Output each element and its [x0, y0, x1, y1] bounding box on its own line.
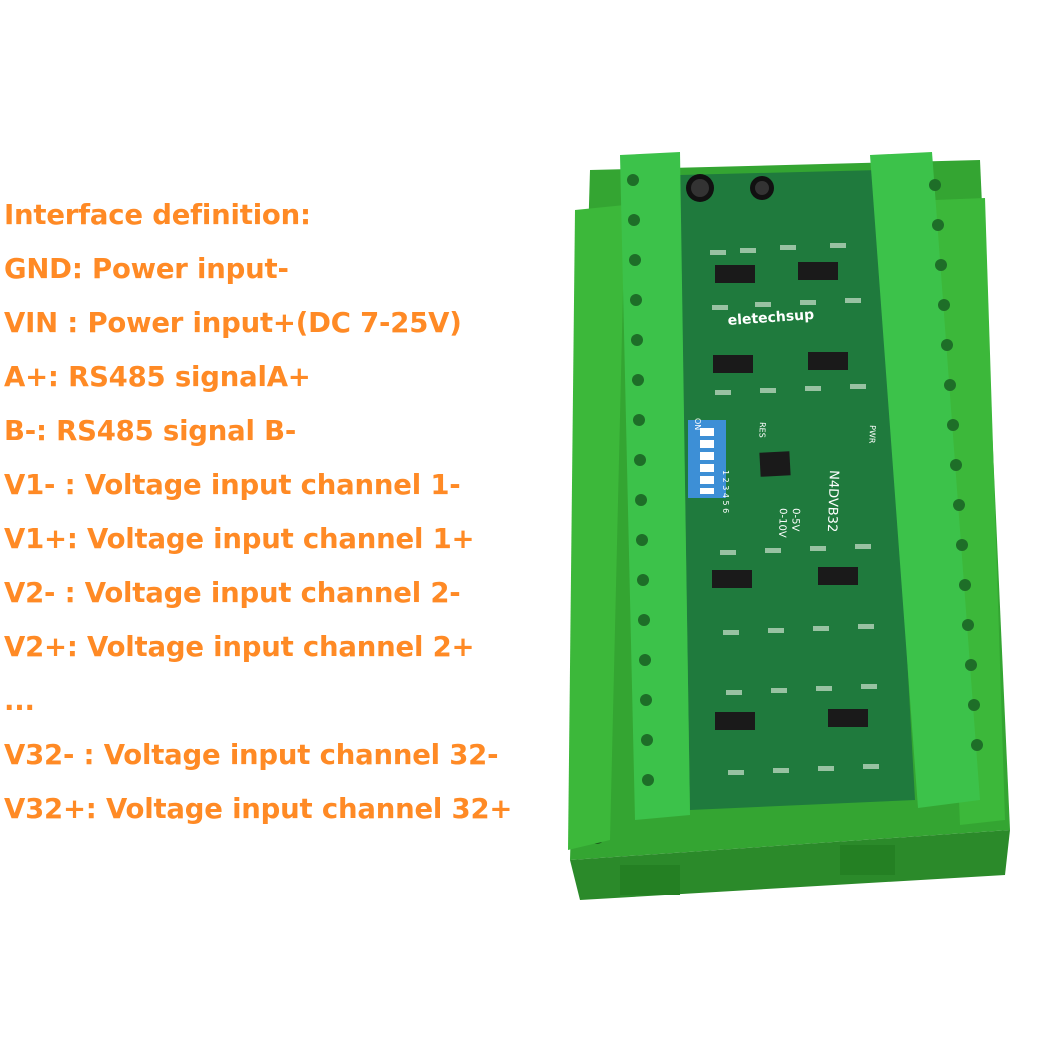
- definition-v1-plus: V1+: Voltage input channel 1+: [4, 523, 475, 555]
- definition-vin: VIN : Power input+(DC 7-25V): [4, 307, 462, 339]
- definition-gnd: GND: Power input-: [4, 253, 289, 285]
- definition-ellipsis: ...: [4, 685, 35, 717]
- interface-definition-list: Interface definition: GND: Power input- …: [4, 188, 564, 836]
- definition-heading: Interface definition:: [4, 199, 311, 231]
- dip-numbers: 1 2 3 4 5 6: [721, 470, 730, 513]
- definition-b-minus: B-: RS485 signal B-: [4, 415, 297, 447]
- dip-on-label: ON: [693, 418, 702, 430]
- definition-v32-plus: V32+: Voltage input channel 32+: [4, 793, 513, 825]
- pwr-label: PWR: [867, 425, 877, 444]
- range-label-5v: 0-5V: [789, 508, 801, 532]
- right-terminal-block: [870, 152, 983, 808]
- res-label: RES: [757, 422, 767, 438]
- definition-v2-plus: V2+: Voltage input channel 2+: [4, 631, 475, 663]
- definition-v1-minus: V1- : Voltage input channel 1-: [4, 469, 461, 501]
- model-label: N4DVB32: [824, 470, 841, 533]
- board-photo: 1 2 3 4 5 6 ON eletechsup N4DVB32 0-5V 0…: [568, 152, 1010, 900]
- definition-v32-minus: V32- : Voltage input channel 32-: [4, 739, 499, 771]
- left-terminal-block: [620, 152, 690, 820]
- definition-v2-minus: V2- : Voltage input channel 2-: [4, 577, 461, 609]
- brand-label: eletechsup: [727, 307, 814, 329]
- range-label-10v: 0-10V: [776, 508, 788, 538]
- pcb-board: 1 2 3 4 5 6 ON eletechsup N4DVB32 0-5V 0…: [680, 170, 915, 810]
- definition-a-plus: A+: RS485 signalA+: [4, 361, 311, 393]
